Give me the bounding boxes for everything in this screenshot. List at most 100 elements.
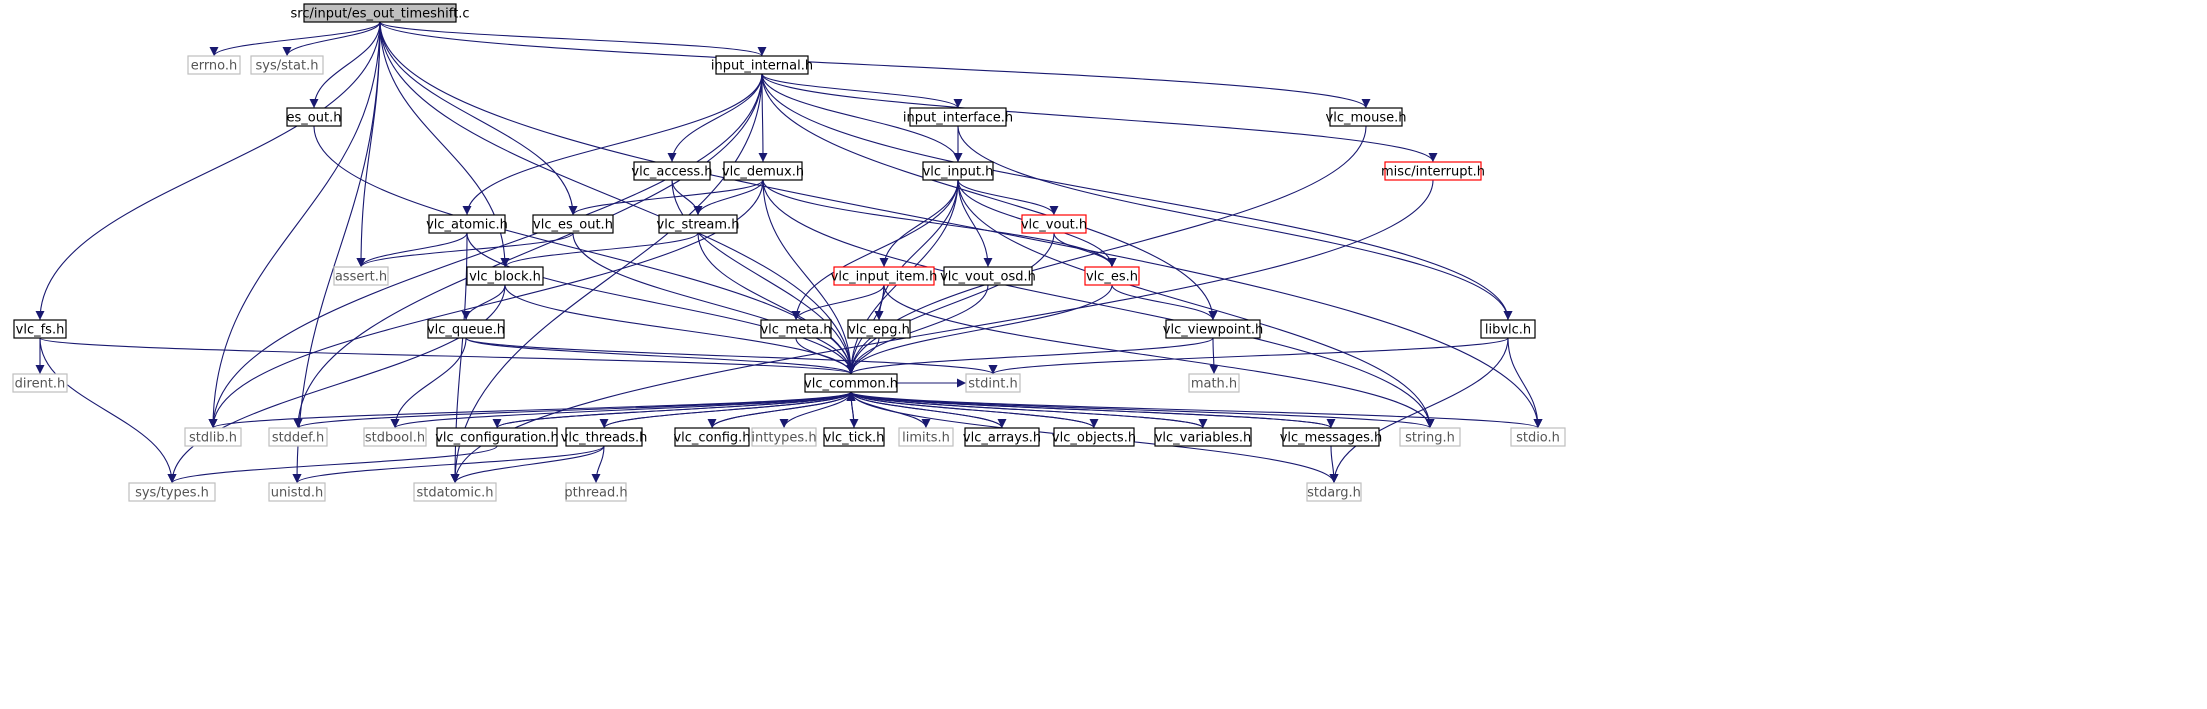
edge-input_internal-to-vlc_viewpoint	[761, 73, 1218, 321]
edge-vlc_demux-to-vlc_es_out	[568, 179, 764, 216]
edge-vlc_block-to-sys_types	[167, 284, 506, 484]
node-label: stdint.h	[968, 377, 1017, 392]
node-box	[715, 55, 809, 75]
node-vlc-messages[interactable]: vlc_messages.h	[1280, 427, 1383, 447]
node-box	[847, 319, 911, 339]
node-vlc-stream[interactable]: vlc_stream.h	[657, 214, 740, 234]
node-label: dirent.h	[15, 377, 66, 392]
edge-vlc_threads-to-vlc_common	[603, 391, 856, 429]
node-stdarg: stdarg.h	[1306, 482, 1362, 502]
node-box	[751, 427, 817, 447]
node-label: vlc_input_item.h	[831, 270, 938, 285]
node-vlc-threads[interactable]: vlc_threads.h	[561, 427, 648, 447]
node-label: inttypes.h	[751, 431, 816, 446]
node-es-out[interactable]: es_out.h	[286, 107, 342, 127]
node-label: vlc_atomic.h	[426, 218, 508, 233]
node-label: vlc_block.h	[469, 270, 541, 285]
edge-input_internal-to-stddef	[293, 73, 763, 429]
node-libvlc[interactable]: libvlc.h	[1480, 319, 1536, 339]
node-label: vlc_input.h	[923, 165, 994, 180]
node-vlc-meta[interactable]: vlc_meta.h	[760, 319, 832, 339]
node-vlc-input[interactable]: vlc_input.h	[922, 161, 994, 181]
node-vlc-configuration[interactable]: vlc_configuration.h	[435, 427, 559, 447]
node-vlc-fs[interactable]: vlc_fs.h	[13, 319, 67, 339]
edge-vlc_queue-to-vlc_common	[465, 337, 856, 375]
node-label: misc/interrupt.h	[1381, 165, 1485, 180]
node-vlc-es[interactable]: vlc_es.h	[1084, 266, 1140, 286]
edge-root-to-unistd	[292, 21, 381, 484]
edge-vlc_common-to-stdlib	[208, 391, 852, 429]
edge-root-to-vlc_mouse	[379, 21, 1371, 109]
edge-root-to-assert	[356, 21, 381, 268]
node-root[interactable]: src/input/es_out_timeshift.c	[291, 3, 470, 23]
edge-vlc_atomic-to-assert	[356, 232, 468, 268]
node-box	[1384, 161, 1482, 181]
edge-input_internal-to-vlc_input	[761, 73, 963, 163]
edge-vlc_common-to-stdbool	[390, 391, 852, 429]
node-vlc-es-out[interactable]: vlc_es_out.h	[532, 214, 614, 234]
node-label: vlc_vout.h	[1021, 218, 1087, 233]
dependency-edges	[35, 21, 1543, 484]
node-box	[922, 161, 994, 181]
node-vlc-epg[interactable]: vlc_epg.h	[847, 319, 911, 339]
node-label: vlc_variables.h	[1155, 431, 1252, 446]
node-input-interface[interactable]: input_interface.h	[903, 107, 1013, 127]
edge-root-to-input_internal	[379, 21, 767, 57]
edge-vlc_fs-to-vlc_common	[39, 337, 856, 375]
edge-vlc_stream-to-vlc_block	[500, 232, 699, 268]
node-vlc-viewpoint[interactable]: vlc_viewpoint.h	[1163, 319, 1263, 339]
node-vlc-common[interactable]: vlc_common.h	[804, 373, 898, 393]
node-misc-interrupt[interactable]: misc/interrupt.h	[1381, 161, 1485, 181]
node-box	[1165, 319, 1261, 339]
node-vlc-variables[interactable]: vlc_variables.h	[1154, 427, 1252, 447]
node-label: unistd.h	[271, 486, 324, 501]
edge-vlc_objects-to-vlc_common	[846, 391, 1095, 429]
node-input-internal[interactable]: input_internal.h	[711, 55, 813, 75]
node-box	[1329, 107, 1403, 127]
node-label: errno.h	[191, 59, 238, 74]
node-dirent: dirent.h	[12, 373, 68, 393]
edge-input_internal-to-input_interface	[761, 73, 963, 109]
node-box	[413, 482, 497, 502]
edge-input_internal-to-vlc_demux	[758, 73, 768, 163]
node-box	[532, 214, 614, 234]
node-vlc-access[interactable]: vlc_access.h	[631, 161, 713, 181]
node-vlc-mouse[interactable]: vlc_mouse.h	[1326, 107, 1407, 127]
node-vlc-objects[interactable]: vlc_objects.h	[1052, 427, 1136, 447]
node-vlc-vout-osd[interactable]: vlc_vout_osd.h	[940, 266, 1036, 286]
node-vlc-block[interactable]: vlc_block.h	[466, 266, 544, 286]
node-box	[723, 161, 803, 181]
node-vlc-vout[interactable]: vlc_vout.h	[1021, 214, 1087, 234]
node-label: vlc_config.h	[673, 431, 750, 446]
node-label: input_internal.h	[711, 59, 813, 74]
edge-libvlc-to-stdarg	[1329, 337, 1509, 484]
node-vlc-queue[interactable]: vlc_queue.h	[427, 319, 505, 339]
edge-vlc_stream-to-vlc_common	[697, 232, 856, 375]
node-box	[1053, 427, 1135, 447]
node-label: assert.h	[335, 270, 387, 285]
edge-vlc_demux-to-vlc_es	[762, 179, 1117, 268]
node-label: vlc_mouse.h	[1326, 111, 1407, 126]
edge-vlc_demux-to-vlc_common	[762, 179, 856, 375]
node-label: vlc_access.h	[631, 165, 712, 180]
node-box	[427, 319, 505, 339]
node-vlc-demux[interactable]: vlc_demux.h	[722, 161, 804, 181]
node-box	[943, 266, 1033, 286]
node-stdlib: stdlib.h	[184, 427, 242, 447]
node-sys-types: sys/types.h	[128, 482, 216, 502]
node-vlc-arrays[interactable]: vlc_arrays.h	[963, 427, 1041, 447]
node-label: vlc_configuration.h	[435, 431, 559, 446]
node-label: vlc_demux.h	[722, 165, 804, 180]
node-vlc-tick[interactable]: vlc_tick.h	[823, 427, 885, 447]
edge-vlc_access-to-vlc_common	[671, 179, 856, 375]
node-vlc-atomic[interactable]: vlc_atomic.h	[426, 214, 508, 234]
node-box	[1084, 266, 1140, 286]
node-vlc-input-item[interactable]: vlc_input_item.h	[831, 266, 938, 286]
node-stddef: stddef.h	[268, 427, 328, 447]
node-box	[12, 373, 68, 393]
node-vlc-config[interactable]: vlc_config.h	[673, 427, 751, 447]
node-box	[466, 266, 544, 286]
edge-vlc_input-to-vlc_vout_osd	[957, 179, 993, 268]
node-box	[436, 427, 558, 447]
